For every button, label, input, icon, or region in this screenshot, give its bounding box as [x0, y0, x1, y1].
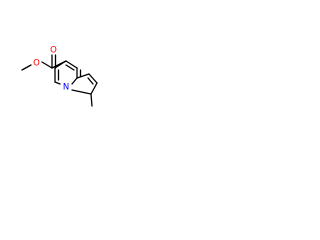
atom-carbonyl-oxygen: O [49, 45, 58, 56]
molecule-structure: O O N [21, 45, 98, 107]
atom-ester-oxygen: O [32, 58, 41, 69]
atom-ring-nitrogen: N [61, 82, 71, 93]
bond-c1-c2 [88, 73, 98, 84]
bond-o-carbonyl-c [41, 61, 53, 69]
bond-c8a-n [71, 77, 78, 85]
ester-group [21, 54, 67, 71]
pyrrole-ring [71, 73, 98, 107]
bond-c8a-c1 [76, 73, 90, 79]
pyridine-ring [54, 60, 82, 85]
bond-c2-c3 [90, 82, 98, 95]
bond-c7-c8 [65, 60, 78, 69]
bond-n-c5 [54, 81, 61, 85]
bond-methyl-o [21, 64, 32, 71]
bond-c3-n [71, 89, 92, 95]
ester-oxygen-label: O [33, 59, 40, 69]
bond-c6-c7 [54, 60, 67, 69]
ring-nitrogen-label: N [63, 83, 69, 93]
carbonyl-oxygen-label: O [50, 46, 57, 56]
bond-c1-c2-inner [87, 77, 94, 85]
bond-c7-c8-inner [65, 64, 75, 71]
bond-c3-methyl [90, 93, 93, 107]
